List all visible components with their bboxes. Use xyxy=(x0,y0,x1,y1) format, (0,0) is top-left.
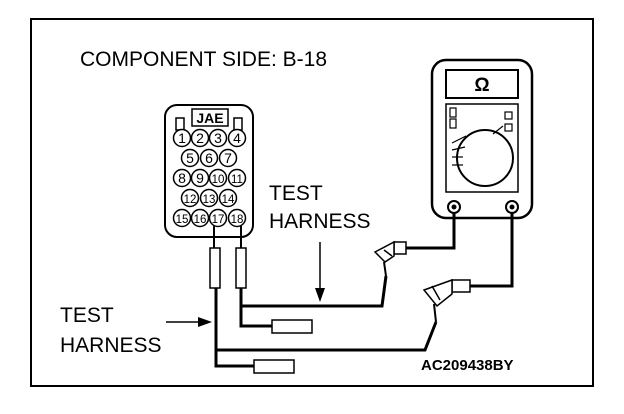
harness-sleeve-a xyxy=(209,247,221,289)
connector-pin-18 xyxy=(227,208,247,228)
probe-left-tip xyxy=(393,241,407,255)
probe-left xyxy=(373,240,407,277)
connector-pin-12 xyxy=(180,188,200,208)
meter-dial xyxy=(456,129,514,187)
connector-pin-label-1: 1 xyxy=(178,130,186,146)
probe-right-tip xyxy=(451,279,471,293)
harness-wire-to-right-probe xyxy=(214,288,438,352)
connector-pin-label-11: 11 xyxy=(231,174,243,186)
multimeter: Ω xyxy=(430,58,534,220)
connector-label: JAE xyxy=(196,110,223,126)
connector-latch-right xyxy=(233,117,243,131)
connector-pin-7 xyxy=(218,148,238,168)
connector-pin-2 xyxy=(190,128,210,148)
probe-right-stub xyxy=(433,303,437,323)
harness-branch-a xyxy=(214,350,254,368)
connector-pin-label-17: 17 xyxy=(212,214,225,226)
meter-indicator-d xyxy=(504,123,513,132)
figure-frame xyxy=(30,18,594,387)
connector-pin-label-14: 14 xyxy=(222,194,235,206)
figure-code: AC209438BY xyxy=(421,357,514,374)
connector-pin-label-4: 4 xyxy=(233,130,241,146)
connector-label-box xyxy=(191,108,229,127)
harness-label-left-line1: TEST xyxy=(60,304,114,327)
connector-pin-16 xyxy=(190,208,210,228)
arrow-left-head xyxy=(198,317,212,327)
diagram-title: COMPONENT SIDE: B-18 xyxy=(80,48,327,71)
connector-pin-label-13: 13 xyxy=(203,194,216,206)
meter-jack-left-center xyxy=(451,204,457,210)
connector-pin-15 xyxy=(172,208,192,228)
ohm-symbol: Ω xyxy=(474,75,489,96)
connector-latch-left xyxy=(175,117,185,131)
meter-lead-right xyxy=(470,213,514,288)
connector-pin-1 xyxy=(172,128,192,148)
connector-pin-11 xyxy=(227,168,247,188)
connector-pin-label-9: 9 xyxy=(196,170,204,186)
meter-lead-left xyxy=(404,213,456,250)
connector-pin-8 xyxy=(172,168,192,188)
connector-pin-3 xyxy=(208,128,228,148)
connector-pin-14 xyxy=(218,188,238,208)
connector-pin-6 xyxy=(199,148,219,168)
probe-left-ring xyxy=(383,249,393,257)
connector-pin-5 xyxy=(180,148,200,168)
harness-branch-b xyxy=(239,306,272,328)
connector-pin-label-6: 6 xyxy=(205,150,213,166)
harness-arrows xyxy=(166,242,325,327)
test-harness-leads xyxy=(209,226,438,374)
dial-tick-5 xyxy=(492,125,504,135)
meter-jack-right-center xyxy=(509,204,515,210)
meter-display xyxy=(445,69,519,99)
harness-plug-a xyxy=(253,359,295,374)
arrow-right-head xyxy=(315,288,325,302)
meter-indicator-c xyxy=(504,111,513,120)
connector-pin-10 xyxy=(208,168,228,188)
harness-label-right-line1: TEST xyxy=(269,182,323,205)
dial-tick-2 xyxy=(451,146,466,151)
connector-pin-label-12: 12 xyxy=(184,194,197,206)
dial-tick-1 xyxy=(451,135,467,144)
connector-pin-label-7: 7 xyxy=(224,150,232,166)
harness-label-right-line2: HARNESS xyxy=(269,210,371,233)
connector-pin-label-10: 10 xyxy=(212,174,225,186)
connector-pin-13 xyxy=(199,188,219,208)
connector-pin-label-15: 15 xyxy=(176,214,189,226)
harness-wire-to-left-probe xyxy=(239,275,388,308)
connector-pin-17 xyxy=(208,208,228,228)
probe-right xyxy=(422,278,471,323)
probe-left-stub xyxy=(383,261,387,277)
connector-pin-label-8: 8 xyxy=(178,170,186,186)
harness-sleeve-b xyxy=(235,247,247,289)
harness-plug-b xyxy=(271,319,313,334)
connector-pin-9 xyxy=(190,168,210,188)
connector-pin-label-2: 2 xyxy=(196,130,204,146)
meter-indicator-b xyxy=(449,118,457,129)
probe-right-ring xyxy=(431,285,441,301)
connector-pin-label-18: 18 xyxy=(231,214,244,226)
harness-label-left-line2: HARNESS xyxy=(60,334,162,357)
meter-indicator-a xyxy=(449,107,457,118)
connector-pin-4 xyxy=(227,128,247,148)
connector-pin-label-3: 3 xyxy=(214,130,222,146)
connector-pin-label-5: 5 xyxy=(186,150,194,166)
probe-left-grip xyxy=(373,240,395,263)
probe-right-grip xyxy=(422,278,453,308)
connector-pin-label-16: 16 xyxy=(194,214,207,226)
